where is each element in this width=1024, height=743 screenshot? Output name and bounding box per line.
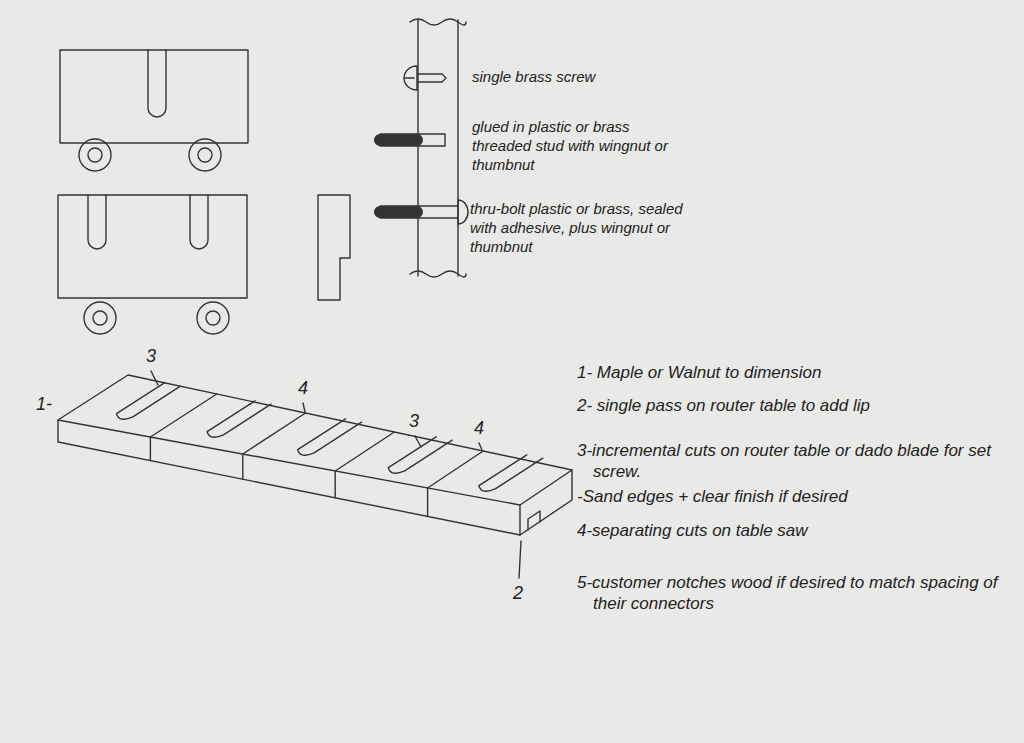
washer [79, 139, 221, 171]
slot [148, 50, 166, 117]
washer [84, 302, 229, 334]
thread [380, 134, 417, 146]
lip [528, 511, 540, 530]
panel [418, 20, 458, 276]
profile [318, 195, 350, 300]
bar-end [520, 470, 572, 535]
step-note: -Sand edges + clear finish if desired [577, 486, 1018, 507]
callout-number: 2 [513, 582, 523, 605]
callout-number: 1- [36, 393, 52, 416]
slot [88, 195, 106, 249]
part-note: single brass screw [472, 68, 682, 87]
callout-number: 4 [298, 377, 308, 400]
screw [404, 66, 446, 90]
step-note: 3-incremental cuts on router table or da… [577, 440, 1018, 483]
slot [190, 195, 208, 249]
part-note: glued in plastic or brass threaded stud … [472, 118, 677, 174]
bar-top [58, 375, 572, 505]
wood-block [60, 50, 248, 143]
cut-line [150, 394, 483, 516]
callout-number: 4 [474, 417, 484, 440]
callout-number: 3 [409, 410, 419, 433]
step-note: 2- single pass on router table to add li… [577, 395, 1018, 416]
leader-line [151, 371, 521, 578]
callout-number: 3 [146, 345, 156, 368]
step-note: 1- Maple or Walnut to dimension [577, 362, 1018, 383]
bolt [380, 200, 468, 224]
step-note: 5-customer notches wood if desired to ma… [577, 572, 1018, 615]
stud [380, 134, 445, 146]
step-note: 4-separating cuts on table saw [577, 520, 1018, 541]
break-line [410, 19, 466, 277]
thread [380, 206, 417, 218]
bar-front [58, 420, 520, 535]
bar-slots [117, 383, 543, 492]
wood-block [58, 195, 247, 298]
part-note: thru-bolt plastic or brass, sealed with … [470, 200, 690, 256]
